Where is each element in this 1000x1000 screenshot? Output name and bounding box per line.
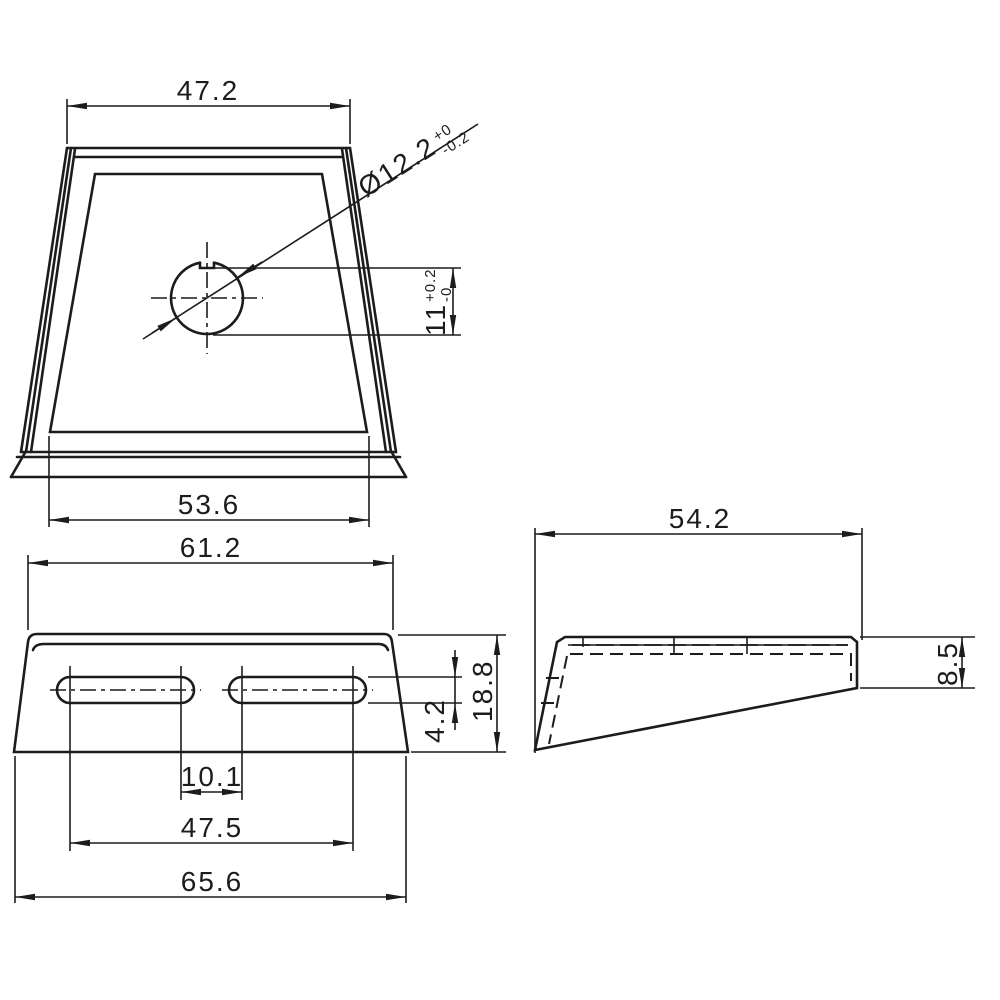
bottom-slot-extension-lines: [69, 666, 354, 851]
dim-bottom-slot-gap: 10.1: [181, 761, 244, 796]
dim-bottom-slot-span: 47.5: [70, 812, 353, 847]
dim-label-keyway-tol-upper: +0.2: [422, 268, 439, 302]
bottom-view: 61.2 10.1 47.5 65.6 4.2: [12, 532, 506, 903]
dim-label-side-top-width: 54.2: [669, 503, 732, 534]
dim-side-end-height: 8.5: [860, 636, 975, 689]
front-view: 47.2 53.6 Ø12.2 +0 -0.2 11: [9, 75, 479, 527]
dim-front-top-width: 47.2: [66, 75, 351, 144]
dim-front-keyway-depth: 11 +0.2 -0: [213, 267, 461, 336]
front-view-outline: [9, 146, 408, 479]
dim-bottom-overall-width: 65.6: [14, 756, 407, 903]
dim-label-front-bottom-width: 53.6: [178, 489, 241, 520]
dim-front-bottom-width: 53.6: [48, 436, 370, 527]
dim-label-bottom-height: 18.8: [467, 660, 498, 723]
dim-label-side-end-height: 8.5: [932, 641, 963, 686]
dim-label-hole-diameter: Ø12.2: [353, 130, 442, 203]
bottom-slots: [50, 675, 373, 705]
dim-side-top-width: 54.2: [534, 503, 863, 753]
dim-bottom-inner-width: 61.2: [27, 532, 394, 630]
dim-label-keyway-tol-lower: -0: [438, 287, 455, 302]
dim-label-keyway-depth: 11: [420, 303, 451, 336]
dim-label-slot-width: 4.2: [419, 698, 450, 743]
dim-bottom-slot-width: 4.2: [368, 650, 462, 743]
dim-label-slot-gap: 10.1: [181, 761, 244, 792]
dim-label-slot-span: 47.5: [181, 812, 244, 843]
front-inner-face: [48, 172, 369, 434]
side-view: 54.2 8.5: [533, 503, 975, 753]
dim-label-inner-width: 61.2: [180, 532, 243, 563]
dim-label-overall-width: 65.6: [181, 866, 244, 897]
front-hole: [151, 242, 263, 354]
dim-label-front-top-width: 47.2: [177, 75, 240, 106]
hole-keyway-notch: [198, 261, 216, 270]
bottom-view-outline: [12, 632, 410, 754]
side-view-hidden-lines: [541, 644, 852, 745]
dim-bottom-height: 18.8: [398, 634, 506, 753]
